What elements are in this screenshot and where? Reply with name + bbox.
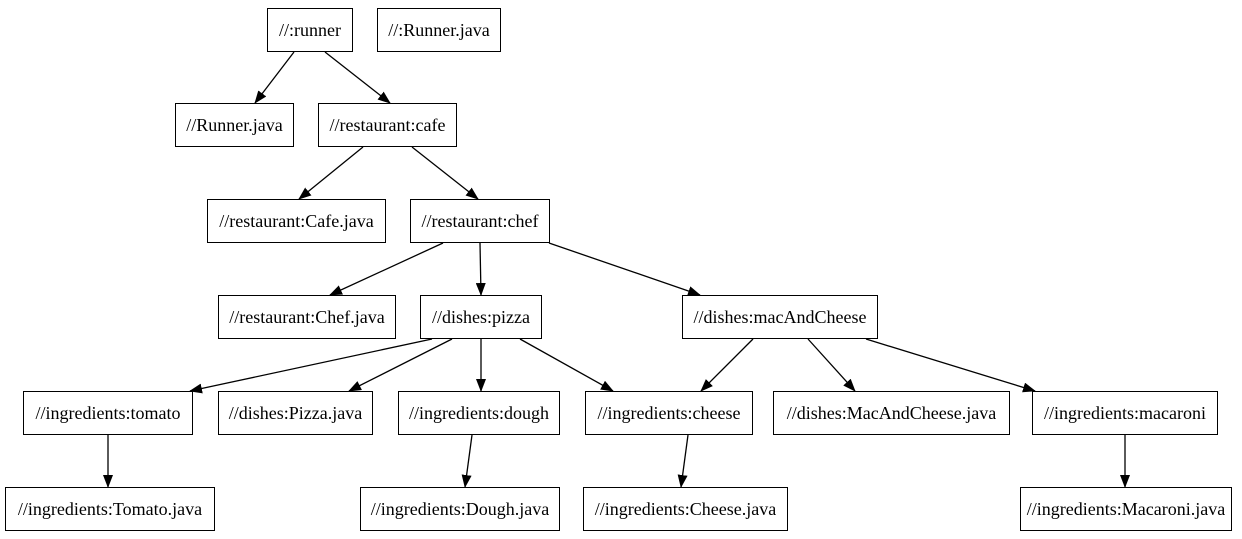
node-label: //dishes:Pizza.java <box>228 403 363 423</box>
node-mac-and-cheese: //dishes:macAndCheese <box>682 295 878 339</box>
node-pizza: //dishes:pizza <box>420 295 542 339</box>
node-dough: //ingredients:dough <box>398 391 560 435</box>
node-label: //dishes:macAndCheese <box>693 307 867 327</box>
edge-runner-to-runner-java <box>254 51 295 104</box>
edge-chef-to-mac-and-cheese <box>548 242 701 296</box>
node-label: //ingredients:cheese <box>597 403 741 423</box>
node-pizza-java: //dishes:Pizza.java <box>218 391 373 435</box>
node-cheese: //ingredients:cheese <box>585 391 753 435</box>
node-macaroni: //ingredients:macaroni <box>1032 391 1218 435</box>
node-label: //ingredients:macaroni <box>1044 403 1206 423</box>
node-cafe: //restaurant:cafe <box>318 103 457 147</box>
node-mac-and-cheese-java: //dishes:MacAndCheese.java <box>773 391 1010 435</box>
node-label: //:Runner.java <box>388 20 490 40</box>
node-label: //ingredients:dough <box>409 403 549 423</box>
node-label: //restaurant:chef <box>421 211 539 231</box>
node-runner-java: //Runner.java <box>175 103 294 147</box>
edge-pizza-to-tomato <box>189 338 433 394</box>
node-label: //ingredients:Tomato.java <box>17 499 203 519</box>
edge-runner-to-cafe <box>324 51 391 104</box>
edge-chef-to-chef-java <box>329 242 444 296</box>
node-macaroni-java: //ingredients:Macaroni.java <box>1020 487 1232 531</box>
node-label: //ingredients:Cheese.java <box>594 499 777 519</box>
node-label: //ingredients:tomato <box>35 403 181 423</box>
edge-dough-to-dough-java <box>461 434 473 488</box>
node-label: //restaurant:Cafe.java <box>219 211 374 231</box>
node-dough-java: //ingredients:Dough.java <box>360 487 560 531</box>
edge-cheese-to-cheese-java <box>677 434 689 488</box>
node-label: //restaurant:cafe <box>329 115 446 135</box>
node-chef-java: //restaurant:Chef.java <box>218 295 396 339</box>
node-cafe-java: //restaurant:Cafe.java <box>207 199 386 243</box>
node-label: //restaurant:Chef.java <box>229 307 385 327</box>
node-runner: //:runner <box>267 8 353 52</box>
edge-mac-and-cheese-to-cheese <box>700 338 754 392</box>
edge-mac-and-cheese-to-macaroni <box>865 338 1036 393</box>
node-label: //dishes:MacAndCheese.java <box>786 403 997 423</box>
node-chef: //restaurant:chef <box>410 199 550 243</box>
node-label: //:runner <box>279 20 341 40</box>
edge-chef-to-pizza <box>475 242 486 296</box>
edge-cafe-to-chef <box>411 146 479 200</box>
node-tomato: //ingredients:tomato <box>23 391 193 435</box>
node-label: //ingredients:Dough.java <box>370 499 550 519</box>
node-tomato-java: //ingredients:Tomato.java <box>5 487 215 531</box>
node-runner-file: //:Runner.java <box>377 8 501 52</box>
node-label: //ingredients:Macaroni.java <box>1026 499 1226 519</box>
node-label: //Runner.java <box>186 115 283 135</box>
edge-pizza-to-pizza-java <box>348 338 453 392</box>
edge-cafe-to-cafe-java <box>298 146 364 200</box>
node-cheese-java: //ingredients:Cheese.java <box>583 487 788 531</box>
edge-pizza-to-cheese <box>519 338 614 392</box>
node-label: //dishes:pizza <box>432 307 530 327</box>
edge-mac-and-cheese-to-mac-and-cheese-java <box>807 338 856 392</box>
